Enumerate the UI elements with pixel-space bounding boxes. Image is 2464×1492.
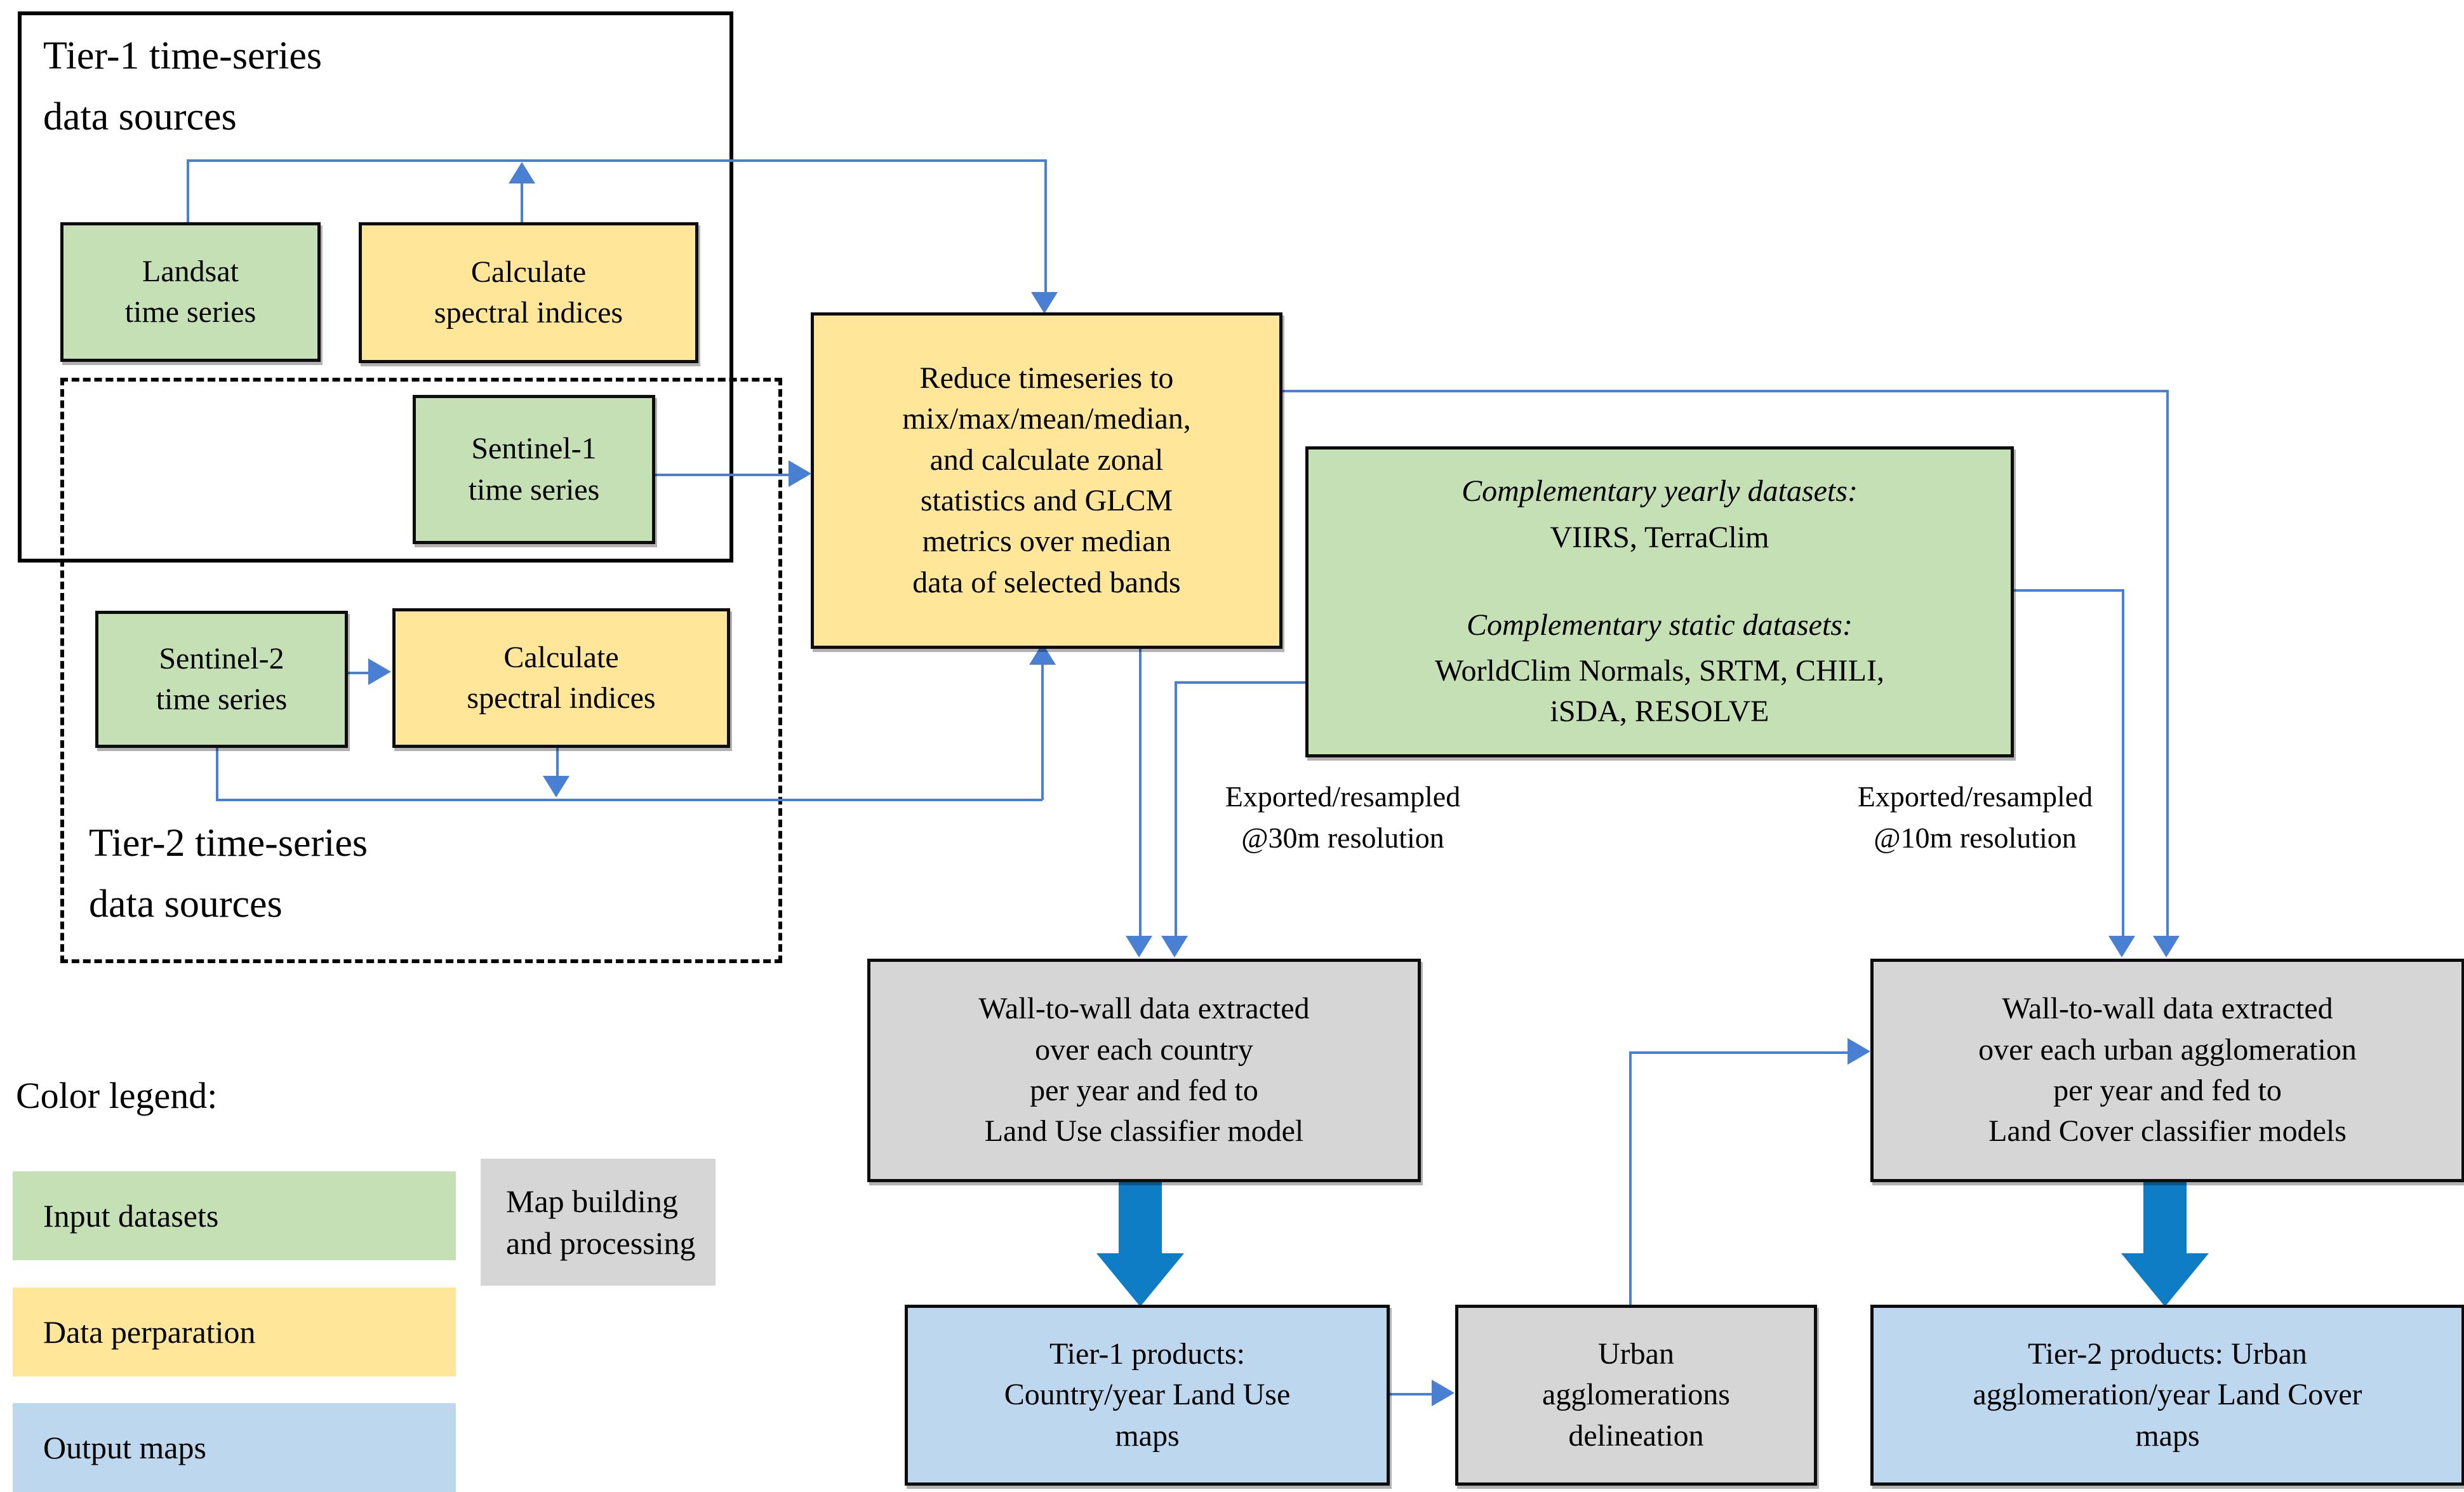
sentinel1-node: Sentinel-1 time series	[413, 395, 655, 544]
complementary-static-items: WorldClim Normals, SRTM, CHILI, iSDA, RE…	[1435, 654, 1884, 729]
legend-output-maps-swatch: Output maps	[13, 1403, 456, 1492]
connector-reduce-to-wall-left-line	[1139, 643, 1142, 937]
thick-arrow-left-head	[1096, 1253, 1184, 1307]
connector-complementary-left-h-line	[1175, 681, 1305, 684]
connector-complementary-left-v-line	[1175, 681, 1177, 937]
connector-urban-right-line	[1629, 1051, 1849, 1054]
connector-reduce-right-v-line	[2166, 390, 2169, 937]
arrowhead-into-wall-right-2	[2108, 936, 2135, 957]
complementary-datasets-content: Complementary yearly datasets: VIIRS, Te…	[1309, 471, 2011, 733]
complementary-static-title: Complementary static datasets:	[1467, 608, 1853, 642]
tier2-products-node: Tier-2 products: Urban agglomeration/yea…	[1870, 1305, 2464, 1486]
connector-sentinel2-down-line	[216, 741, 218, 800]
wall-to-wall-country-node: Wall-to-wall data extracted over each co…	[867, 959, 1421, 1182]
connector-rail-up-to-reduce-line	[1041, 663, 1044, 800]
calc-spectral-indices-tier2-node: Calculate spectral indices	[392, 608, 730, 748]
tier1-group-label: Tier-1 time-series data sources	[43, 34, 322, 139]
urban-delineation-node: Urban agglomerations delineation	[1455, 1305, 1817, 1486]
exported-30m-label: Exported/resampled @30m resolution	[1225, 780, 1461, 855]
thick-arrow-left-stem	[1119, 1176, 1162, 1255]
arrowhead-into-reduce-top	[1031, 292, 1058, 314]
thick-arrow-right-stem	[2143, 1176, 2187, 1255]
tier1-products-node: Tier-1 products: Country/year Land Use m…	[905, 1305, 1390, 1486]
arrowhead-calc1-to-rail	[509, 162, 535, 183]
connector-calc2-down-line	[556, 741, 559, 777]
arrowhead-into-wall-left-2	[1161, 936, 1188, 957]
connector-reduce-right-h-line	[1276, 390, 2169, 392]
connector-sentinel1-to-reduce-line	[650, 474, 790, 476]
landsat-node: Landsat time series	[60, 222, 321, 362]
tier2-sources-group-box	[60, 378, 782, 963]
complementary-yearly-title: Complementary yearly datasets:	[1462, 474, 1858, 509]
legend-data-preparation-swatch: Data perparation	[13, 1288, 456, 1376]
arrowhead-into-reduce-left	[789, 460, 811, 487]
connector-complementary-right-h-line	[2008, 589, 2124, 592]
legend-title: Color legend:	[16, 1075, 218, 1116]
connector-calc1-up-line	[521, 182, 523, 222]
complementary-yearly-items: VIIRS, TerraClim	[1550, 520, 1769, 554]
arrowhead-into-wall-right-1	[2153, 936, 2180, 957]
connector-rail-to-reduce-line	[1044, 159, 1047, 292]
exported-10m-label: Exported/resampled @10m resolution	[1857, 780, 2093, 855]
connector-bottom-rail-line	[216, 799, 1042, 801]
complementary-datasets-node: Complementary yearly datasets: VIIRS, Te…	[1305, 446, 2014, 757]
connector-urban-up-line	[1629, 1051, 1632, 1305]
sentinel2-node: Sentinel-2 time series	[95, 611, 348, 748]
connector-sentinel2-to-calc2-line	[343, 672, 371, 674]
wall-to-wall-urban-node: Wall-to-wall data extracted over each ur…	[1870, 959, 2464, 1182]
connector-products-to-urban-line	[1383, 1393, 1433, 1395]
connector-landsat-up-line	[187, 161, 189, 222]
arrowhead-calc2-to-rail	[543, 776, 569, 797]
tier1-sources-group-box	[18, 11, 733, 563]
legend-map-building-swatch: Map building and processing	[481, 1159, 716, 1286]
calc-spectral-indices-tier1-node: Calculate spectral indices	[359, 222, 698, 363]
reduce-timeseries-node: Reduce timeseries to mix/max/mean/median…	[811, 312, 1282, 649]
arrowhead-into-urban-delineation	[1432, 1380, 1455, 1406]
arrowhead-into-calc2	[368, 658, 391, 685]
thick-arrow-right-head	[2121, 1253, 2209, 1307]
legend-input-datasets-swatch: Input datasets	[13, 1171, 456, 1260]
arrowhead-into-wall-right-left-side	[1848, 1038, 1870, 1065]
arrowhead-into-wall-left-1	[1126, 936, 1152, 957]
connector-complementary-right-v-line	[2122, 589, 2124, 937]
connector-top-rail-line	[187, 159, 1047, 162]
tier2-group-label: Tier-2 time-series data sources	[89, 822, 368, 926]
